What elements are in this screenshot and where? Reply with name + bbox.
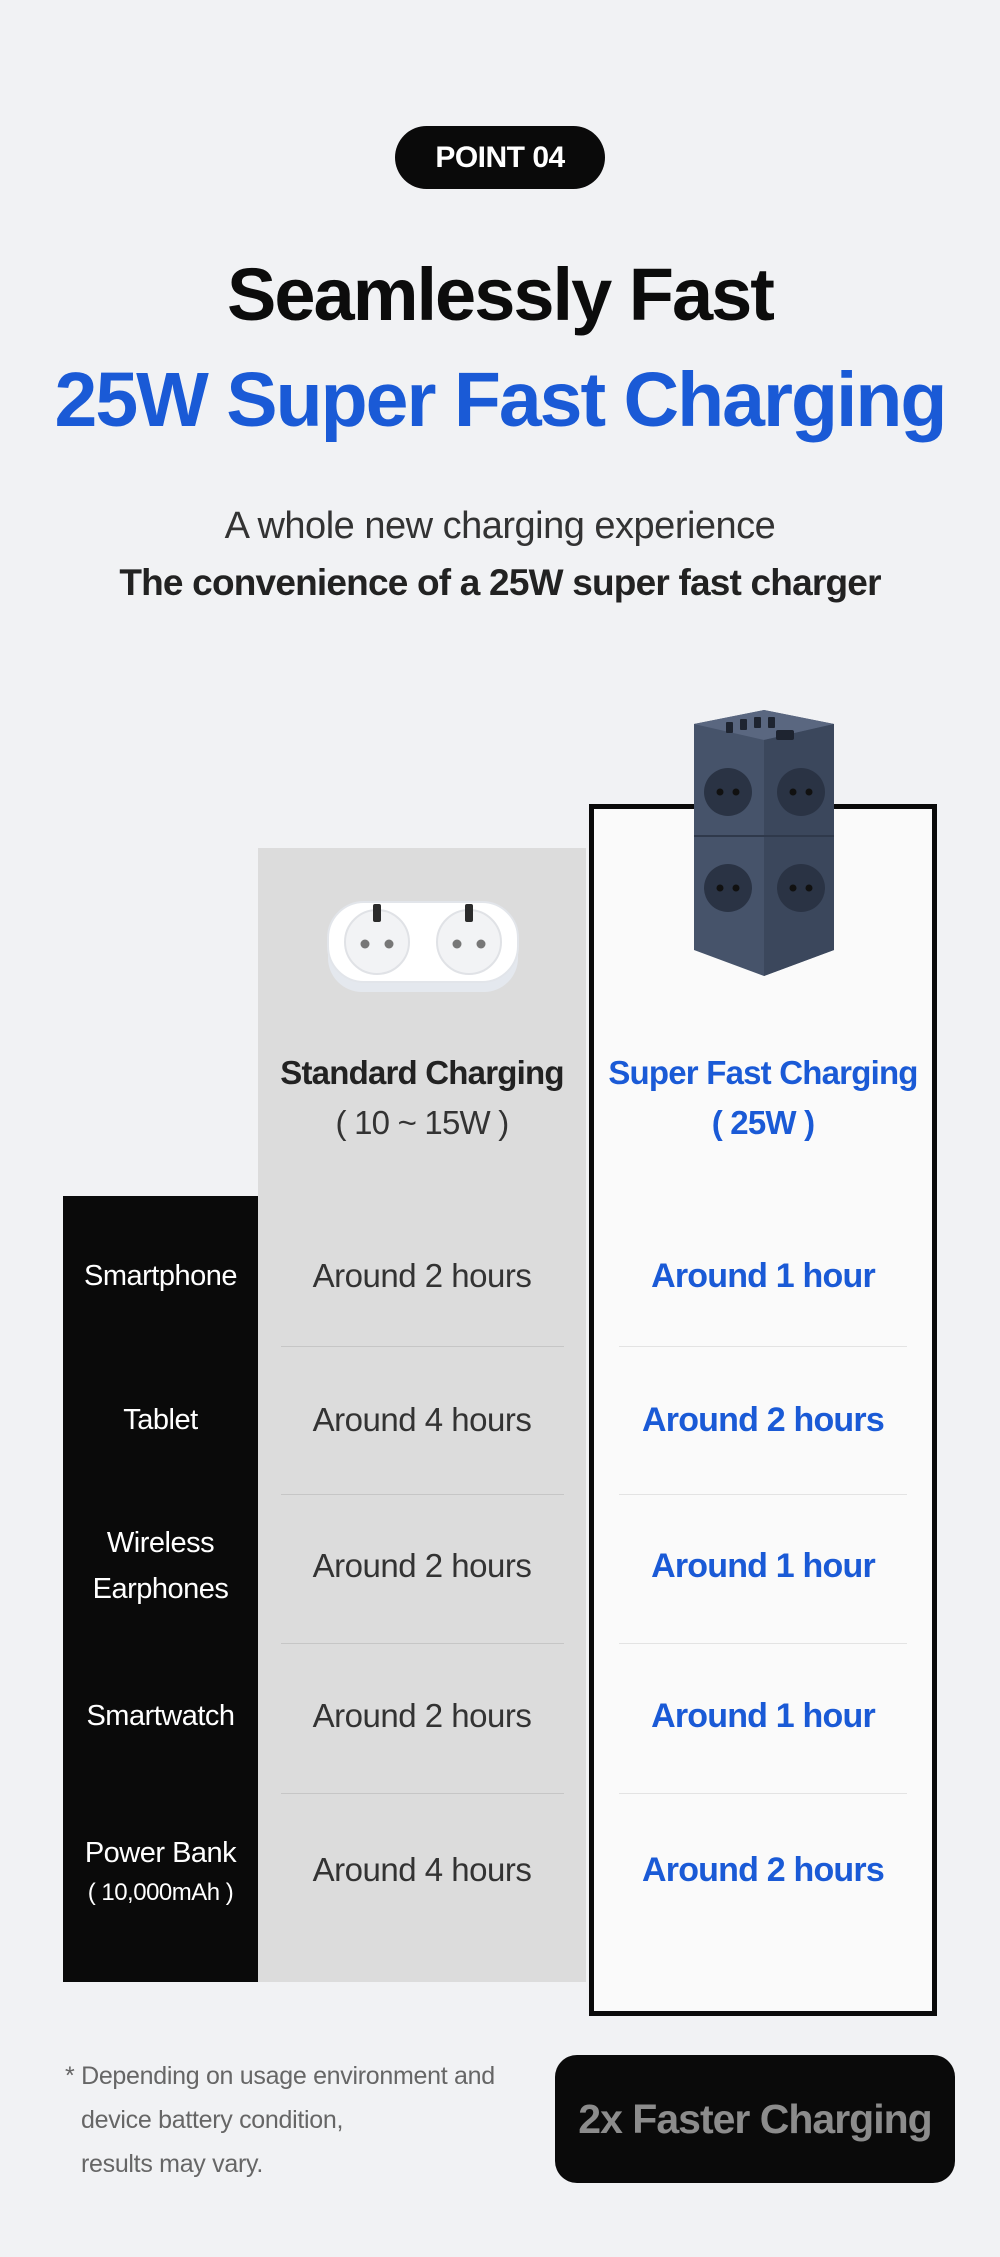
disclaimer-line-1: * Depending on usage environment and [65, 2062, 495, 2090]
disclaimer-line-2: device battery condition, [81, 2106, 344, 2134]
row-label-power-bank: Power Bank ( 10,000mAh ) [63, 1820, 258, 1920]
double-socket-icon [327, 901, 519, 992]
row-divider [619, 1793, 907, 1794]
standard-charging-watt: ( 10 ~ 15W ) [335, 1104, 510, 1141]
row-label-subtext: ( 10,000mAh ) [87, 1879, 234, 1906]
fast-time-smartphone: Around 1 hour [651, 1256, 876, 1295]
fast-charging-watt: ( 25W ) [711, 1104, 815, 1141]
point-badge: POINT 04 [395, 126, 605, 189]
power-tower-icon [694, 710, 834, 976]
subtitle-line-2: The convenience of a 25W super fast char… [119, 562, 881, 603]
row-label-text: Tablet [123, 1404, 198, 1436]
row-divider [281, 1643, 564, 1644]
headline-accent: 25W Super Fast Charging [54, 357, 948, 443]
row-label-text: Wireless Earphones [92, 1527, 229, 1605]
standard-time-tablet: Around 4 hours [312, 1401, 532, 1438]
row-label-wireless-earphones: Wireless Earphones [63, 1516, 258, 1616]
disclaimer-line-3: results may vary. [81, 2150, 263, 2178]
faster-charging-badge: 2x Faster Charging [555, 2055, 955, 2183]
standard-time-wireless-earphones: Around 2 hours [312, 1547, 532, 1584]
row-divider [619, 1346, 907, 1347]
standard-time-smartwatch: Around 2 hours [312, 1697, 532, 1734]
row-label-smartwatch: Smartwatch [63, 1670, 258, 1762]
standard-time-power-bank: Around 4 hours [312, 1851, 532, 1888]
row-label-text: Smartphone [84, 1260, 238, 1292]
fast-charging-header: Super Fast Charging ( 25W ) [589, 1048, 937, 1148]
disclaimer-note: * Depending on usage environment and dev… [65, 2054, 525, 2186]
row-label-text: Smartwatch [86, 1700, 235, 1732]
standard-charging-title: Standard Charging [280, 1054, 564, 1091]
fast-column [589, 804, 937, 2016]
headline-primary: Seamlessly Fast [227, 253, 775, 336]
row-divider [619, 1494, 907, 1495]
device-label-column [63, 1196, 258, 1982]
fast-charging-title: Super Fast Charging [608, 1054, 918, 1091]
row-label-text: Power Bank [84, 1837, 237, 1869]
fast-time-power-bank: Around 2 hours [642, 1850, 885, 1889]
row-label-tablet: Tablet [63, 1374, 258, 1466]
fast-time-smartwatch: Around 1 hour [651, 1696, 876, 1735]
fast-time-tablet: Around 2 hours [642, 1400, 885, 1439]
subtitle-line-1: A whole new charging experience [224, 505, 776, 547]
standard-charging-header: Standard Charging ( 10 ~ 15W ) [258, 1048, 586, 1148]
row-divider [281, 1346, 564, 1347]
standard-time-smartphone: Around 2 hours [312, 1257, 532, 1294]
fast-time-wireless-earphones: Around 1 hour [651, 1546, 876, 1585]
row-label-smartphone: Smartphone [63, 1230, 258, 1322]
row-divider [281, 1494, 564, 1495]
row-divider [281, 1793, 564, 1794]
row-divider [619, 1643, 907, 1644]
